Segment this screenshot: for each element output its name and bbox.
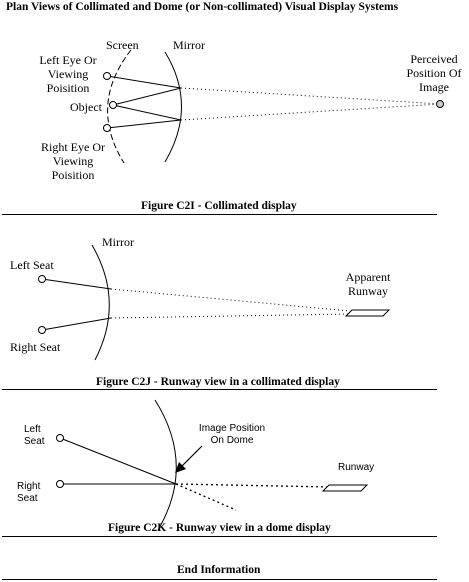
object-ray-top xyxy=(112,87,182,106)
mirror-label: Mirror xyxy=(173,38,205,52)
figure-c2j-rule xyxy=(2,389,437,390)
object-point xyxy=(109,101,117,109)
end-rule xyxy=(2,579,437,580)
mirror-arc xyxy=(164,51,182,163)
runway-ray-straight xyxy=(175,483,331,488)
left-eye-label: Left Eye Or Viewing Poisition xyxy=(39,53,97,95)
left-eye-point xyxy=(103,72,111,80)
figure-c2k-caption: Figure C2K - Runway view in a dome displ… xyxy=(108,522,331,534)
perceived-position-label: Perceived Position Of Image xyxy=(406,52,462,94)
right-eye-label: Right Eye Or Viewing Poisition xyxy=(41,140,105,182)
end-information: End Information xyxy=(177,564,261,576)
left-seat-point xyxy=(56,434,64,442)
image-position-arrow-line xyxy=(179,445,203,469)
left-eye-ray xyxy=(106,75,182,89)
left-seat-label: Left Seat xyxy=(24,424,45,447)
right-seat-point xyxy=(56,480,64,488)
dome-runway-diagram xyxy=(56,399,369,531)
runway-label: Runway xyxy=(338,462,375,473)
perceived-image-point xyxy=(436,100,444,108)
object-ray-bottom xyxy=(112,104,182,121)
right-eye-point xyxy=(103,124,111,132)
runway-shape xyxy=(321,484,369,492)
mirror-label: Mirror xyxy=(102,235,134,249)
figure-c2i-caption: Figure C2I - Collimated display xyxy=(141,200,297,212)
runway-ray-diverging xyxy=(175,483,237,511)
mirror-arc xyxy=(91,244,110,361)
object-label: Object xyxy=(70,100,102,114)
right-seat-label: Right Seat xyxy=(17,481,41,504)
perceived-ray-top xyxy=(180,87,441,105)
figure-c2i-rule xyxy=(2,214,437,215)
image-position-label: Image Position On Dome xyxy=(198,423,266,446)
left-seat-point xyxy=(38,275,46,283)
figure-c2k-rule xyxy=(2,536,437,537)
apparent-runway-shape xyxy=(344,309,391,317)
right-seat-label: Right Seat xyxy=(10,340,61,354)
left-seat-ray xyxy=(59,437,177,485)
runway-ray-top xyxy=(110,288,351,312)
screen-arc xyxy=(107,49,132,164)
dome-arc xyxy=(154,399,177,531)
left-seat-ray xyxy=(41,278,112,290)
right-seat-ray xyxy=(41,317,112,331)
perceived-ray-bottom xyxy=(180,103,441,121)
runway-ray-bottom xyxy=(110,313,351,319)
screen-label: Screen xyxy=(106,38,139,52)
apparent-runway-label: Apparent Runway xyxy=(345,270,391,298)
image-position-arrow-head xyxy=(175,462,186,473)
collimated-runway-diagram xyxy=(38,244,391,361)
left-seat-label: Left Seat xyxy=(10,258,54,272)
right-seat-point xyxy=(38,326,46,334)
right-eye-ray xyxy=(106,119,182,129)
figure-c2j-caption: Figure C2J - Runway view in a collimated… xyxy=(96,376,340,388)
collimated-display-diagram xyxy=(103,49,444,164)
page-title: Plan Views of Collimated and Dome (or No… xyxy=(6,1,399,13)
